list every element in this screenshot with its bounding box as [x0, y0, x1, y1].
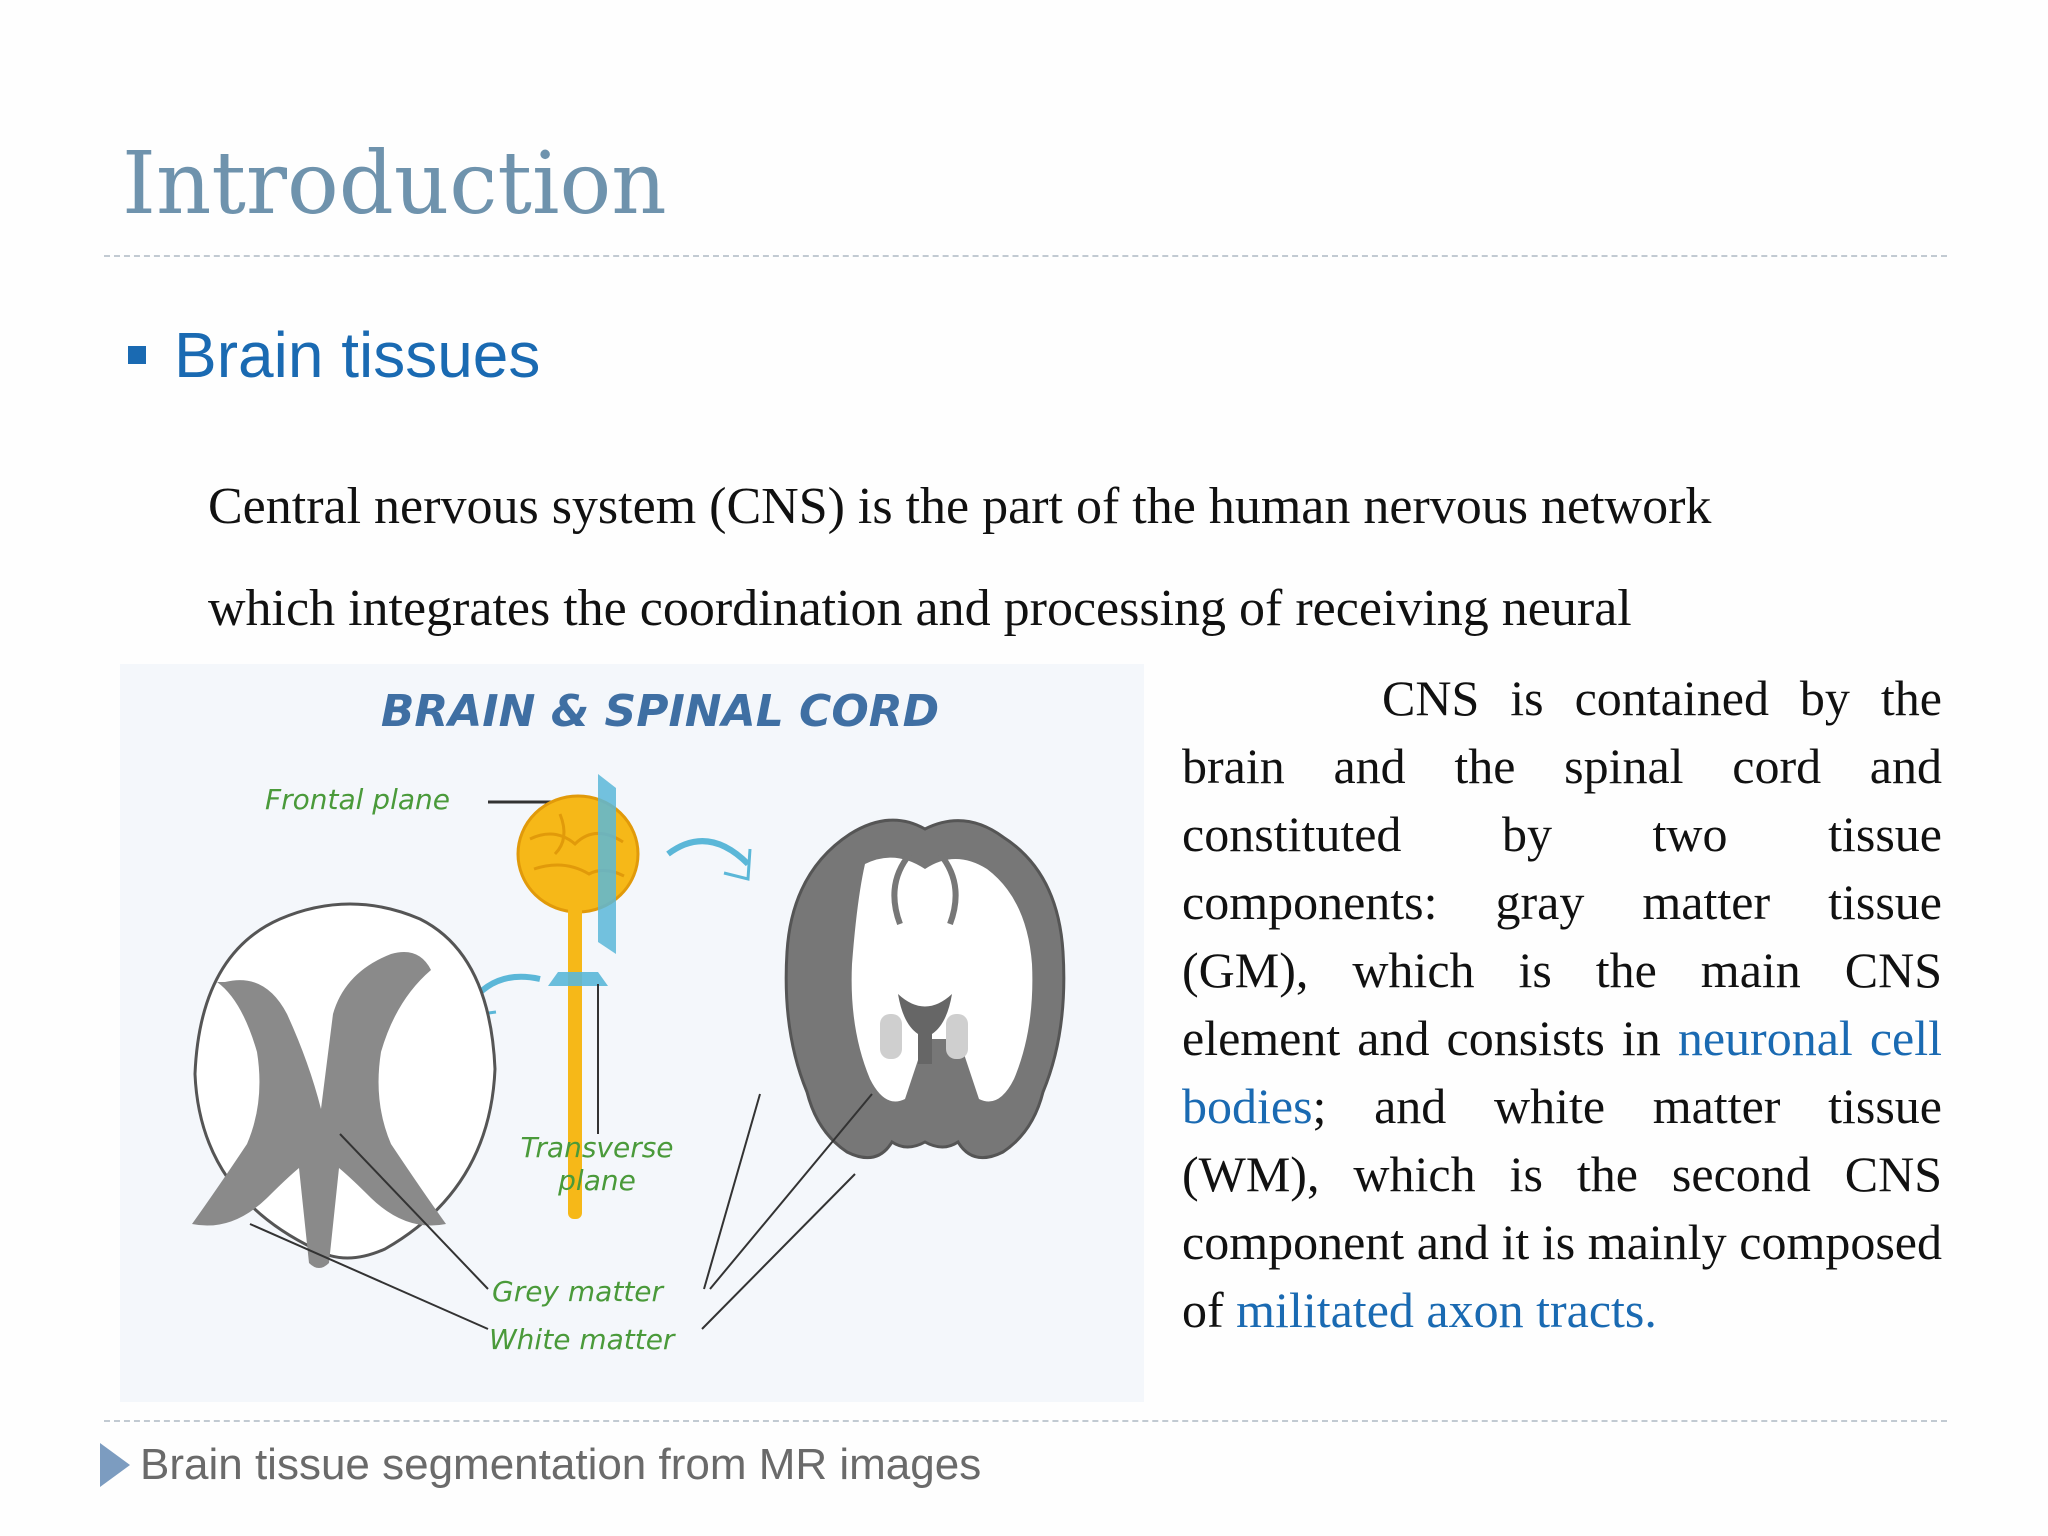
- footer: Brain tissue segmentation from MR images: [100, 1440, 981, 1490]
- intro-line-2: which integrates the coordination and pr…: [208, 580, 1632, 637]
- grey-matter-label: Grey matter: [492, 1275, 665, 1308]
- paragraph-text-1: CNS is contained by the brain and the sp…: [1182, 670, 1942, 1066]
- transverse-plane-label-line1: Transverse: [520, 1131, 673, 1164]
- intro-text: Central nervous system (CNS) is the part…: [208, 456, 1908, 660]
- frontal-plane-shape: [598, 774, 616, 954]
- highlight-neuronal-cell-bodies: neuronal cell bodies: [1182, 1010, 1942, 1134]
- footer-divider: [104, 1420, 1947, 1422]
- brain-diagram: BRAIN & SPINAL CORD Frontal plane Transv…: [192, 686, 1066, 1356]
- transverse-plane-shape: [548, 972, 608, 986]
- frontal-plane-label: Frontal plane: [265, 783, 450, 816]
- highlight-axon-tracts: militated axon tracts.: [1236, 1282, 1657, 1338]
- coronal-brain-slice-icon: [784, 818, 1066, 1160]
- grey-matter-leader-3: [709, 1093, 873, 1290]
- white-matter-leader-2: [701, 1173, 856, 1330]
- brain-spinal-cord-figure: BRAIN & SPINAL CORD Frontal plane Transv…: [120, 664, 1144, 1402]
- white-matter-leader-1: [249, 1223, 489, 1330]
- ventricle: [898, 994, 952, 1064]
- triangle-bullet-icon: [100, 1443, 130, 1487]
- grey-matter-region: [192, 952, 446, 1268]
- bullet-heading: Brain tissues: [128, 318, 540, 392]
- grey-matter-leader-1: [339, 1133, 489, 1290]
- bullet-heading-text: Brain tissues: [174, 319, 541, 391]
- title-divider: [104, 255, 1947, 257]
- white-matter-label: White matter: [489, 1323, 676, 1356]
- transverse-plane-label-line2: plane: [557, 1164, 636, 1197]
- arrow-right-icon: [666, 838, 751, 867]
- spinal-cross-section-icon: [192, 902, 497, 1268]
- paragraph-text-2: ; and white matter tissue (WM), which is…: [1182, 1078, 1942, 1338]
- intro-line-1: Central nervous system (CNS) is the part…: [208, 478, 1712, 535]
- footer-text: Brain tissue segmentation from MR images: [140, 1440, 982, 1489]
- slide-title: Introduction: [122, 134, 667, 234]
- cns-paragraph: CNS is contained by the brain and the sp…: [1182, 664, 1942, 1344]
- figure-title: BRAIN & SPINAL CORD: [381, 686, 939, 737]
- grey-matter-leader-2: [703, 1093, 761, 1290]
- square-bullet-icon: [128, 346, 146, 364]
